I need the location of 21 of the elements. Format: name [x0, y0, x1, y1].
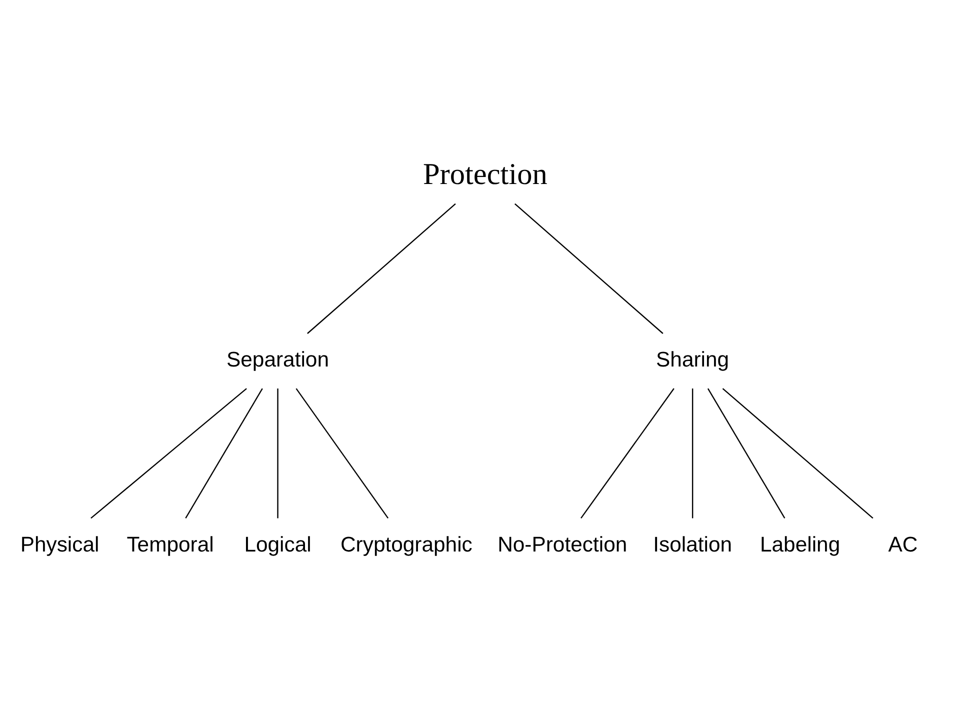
node-text: Sharing [656, 348, 730, 372]
connector [90, 388, 247, 518]
connector [580, 388, 674, 518]
node-text: AC [888, 532, 918, 556]
node-text: Separation [226, 348, 330, 372]
node-text: Protection [422, 156, 548, 190]
connector [307, 202, 456, 334]
node-text: Physical [20, 532, 100, 556]
node-text: No-Protection [498, 532, 628, 556]
connector [707, 388, 786, 518]
connector [277, 388, 278, 518]
connector [514, 202, 664, 334]
connector [185, 388, 263, 518]
node-text: Labeling [760, 532, 840, 556]
connector [296, 388, 389, 518]
node-text: Logical [244, 532, 312, 556]
connector [722, 388, 874, 518]
node-text: Temporal [126, 532, 214, 556]
node-text: Cryptographic [340, 532, 472, 556]
connector [692, 388, 694, 518]
node-text: Isolation [653, 532, 732, 556]
